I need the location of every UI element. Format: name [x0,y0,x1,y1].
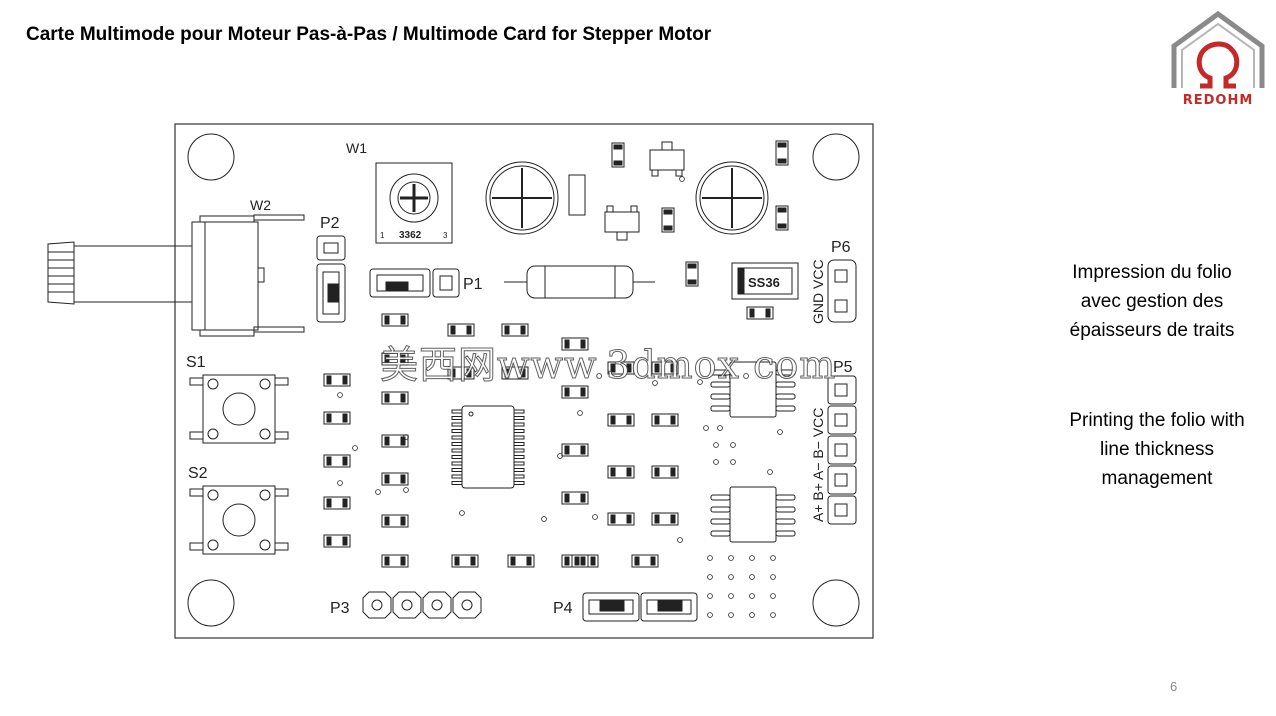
board-outline [174,123,874,639]
note-french: Impression du folio avec gestion des épa… [1042,258,1262,345]
label-p3: P3 [330,600,350,617]
small-ic-u1 [729,361,777,418]
note-en-line-3: management [1101,468,1213,489]
connector-p4 [582,592,698,622]
note-english: Printing the folio with line thickness m… [1047,406,1267,493]
note-fr-line-3: épaisseurs de traits [1069,320,1235,341]
voltage-regulators [604,141,685,241]
push-button-s1 [189,374,289,444]
p5-pin-labels: A+ B+ A− B− VCC [810,408,826,522]
mounting-holes [187,133,860,627]
slide-title: Carte Multimode pour Moteur Pas-à-Pas / … [26,24,712,45]
watermark-text: 美西网www.3dmox.com [379,343,837,388]
push-button-s2 [189,485,289,555]
p6-pin-labels: GND VCC [810,259,826,324]
trimmer-w1 [375,162,453,244]
pot-pin1-text: 1 [380,231,385,240]
label-p6: P6 [831,239,851,256]
connector-p5 [827,375,857,525]
electrolytic-capacitors [485,161,769,235]
diode-label: SS36 [748,275,780,290]
ic-pins [451,409,525,485]
label-p4: P4 [553,600,573,617]
small-ic-pins [710,369,796,537]
label-p5: P5 [833,359,853,376]
note-en-line-1: Printing the folio with [1069,410,1245,431]
driver-ic [461,405,515,489]
note-fr-line-2: avec gestion des [1080,291,1224,312]
note-fr-line-1: Impression du folio [1072,262,1232,283]
page-number: 6 [1170,679,1178,694]
label-w2: W2 [250,197,271,213]
small-ic-u2 [729,486,777,543]
rotary-potentiometer-w2 [47,214,305,337]
connector-p6 [827,259,857,323]
vias [337,176,783,618]
label-s1: S1 [186,354,206,371]
diode-ss36 [731,262,799,300]
connector-p3 [362,591,482,619]
label-p1: P1 [463,276,483,293]
redohm-logo-icon [1171,10,1265,89]
note-en-line-2: line thickness [1099,439,1215,460]
pot-pin3-text: 3 [443,231,448,240]
logo-text: REDOHM [1182,93,1254,108]
smd-passives [323,140,789,568]
connector-p1 [369,268,460,298]
power-resistor [504,265,655,299]
connector-p2 [316,235,346,323]
label-w1: W1 [346,140,367,156]
label-p2: P2 [320,215,340,232]
label-s2: S2 [188,465,208,482]
smd-inductor [568,174,586,216]
pot-code-text: 3362 [399,230,422,241]
